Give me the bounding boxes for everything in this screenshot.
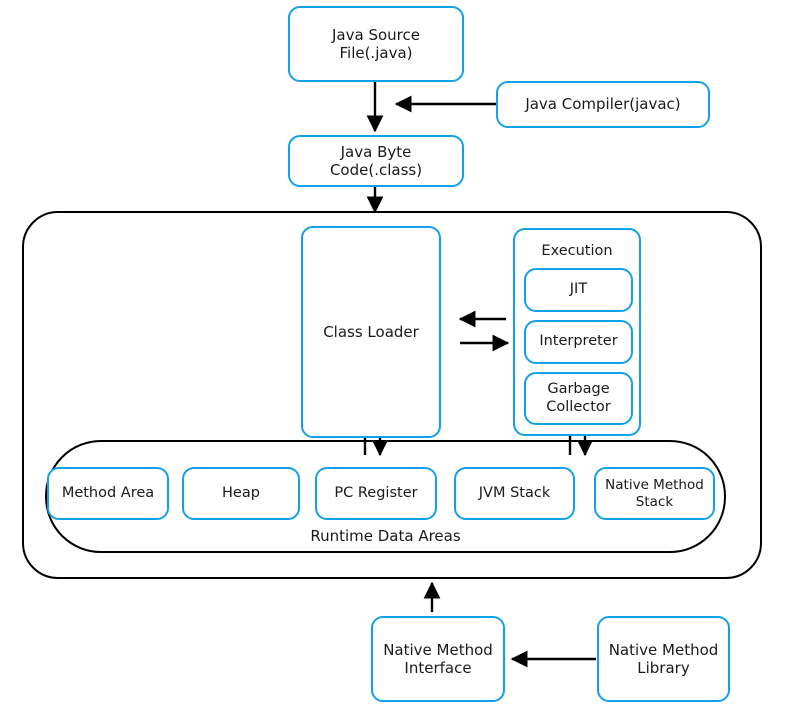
runtime-data-areas-label: Runtime Data Areas <box>310 526 461 545</box>
native-method-stack-box[interactable]: Native Method Stack <box>594 467 715 520</box>
java-source-file-box[interactable]: Java Source File(.java) <box>288 6 464 82</box>
jit-box[interactable]: JIT <box>524 268 633 312</box>
java-compiler-label: Java Compiler(javac) <box>525 95 681 114</box>
native-method-library-box[interactable]: Native Method Library <box>597 616 730 702</box>
jvm-stack-box[interactable]: JVM Stack <box>454 467 575 520</box>
jit-label: JIT <box>569 281 588 298</box>
pc-register-label: PC Register <box>334 484 418 501</box>
native-method-library-label: Native Method Library <box>608 640 719 677</box>
garbage-collector-box[interactable]: Garbage Collector <box>524 372 633 425</box>
execution-engine-title: Execution <box>541 243 613 259</box>
native-method-stack-label: Native Method Stack <box>605 477 704 510</box>
java-compiler-box[interactable]: Java Compiler(javac) <box>496 81 710 128</box>
heap-label: Heap <box>222 484 260 501</box>
pc-register-box[interactable]: PC Register <box>315 467 437 520</box>
runtime-data-areas-container: Method Area Heap PC Register JVM Stack N… <box>45 440 726 553</box>
heap-box[interactable]: Heap <box>182 467 300 520</box>
java-source-file-label: Java Source File(.java) <box>332 25 420 62</box>
interpreter-label: Interpreter <box>539 333 618 350</box>
class-loader-box[interactable]: Class Loader <box>301 226 441 438</box>
garbage-collector-label: Garbage Collector <box>546 380 611 415</box>
method-area-box[interactable]: Method Area <box>47 467 169 520</box>
interpreter-box[interactable]: Interpreter <box>524 320 633 364</box>
class-loader-label: Class Loader <box>323 322 419 341</box>
execution-engine-box[interactable]: Execution JIT Interpreter Garbage Collec… <box>513 228 641 436</box>
native-method-interface-label: Native Method Interface <box>383 640 493 677</box>
method-area-label: Method Area <box>61 484 155 501</box>
java-byte-code-box[interactable]: Java Byte Code(.class) <box>288 135 464 187</box>
jvm-container <box>22 211 762 579</box>
jvm-stack-label: JVM Stack <box>478 484 551 501</box>
native-method-interface-box[interactable]: Native Method Interface <box>371 616 505 702</box>
java-byte-code-label: Java Byte Code(.class) <box>329 142 423 179</box>
